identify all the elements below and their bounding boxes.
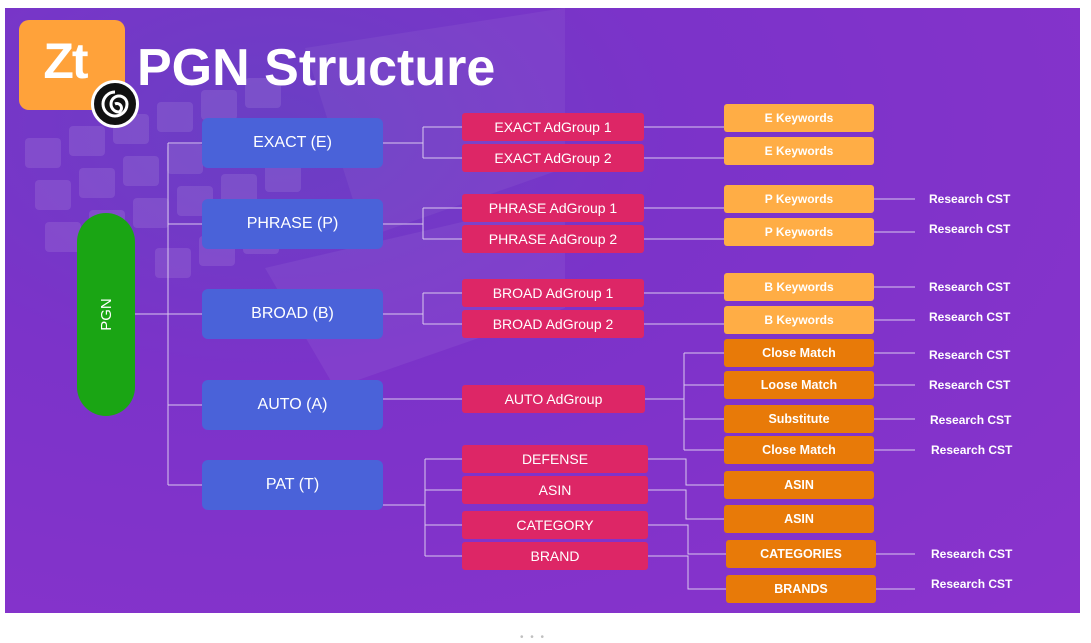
page-title: PGN Structure [137,39,496,97]
keyword-substitute: Substitute [724,405,874,433]
research-cst-label: Research CST [929,348,1011,362]
pgn-label: PGN [97,298,115,331]
keyword-b-1: B Keywords [724,273,874,301]
adgroup-broad-1: BROAD AdGroup 1 [462,279,644,307]
match-type-phrase: PHRASE (P) [202,199,383,249]
adgroup-brand: BRAND [462,542,648,570]
zt-logo: Zt [19,20,125,110]
pgn-root-node: PGN [77,213,135,416]
match-type-pat: PAT (T) [202,460,383,510]
keyword-p-2: P Keywords [724,218,874,246]
research-cst-label: Research CST [931,443,1013,457]
adgroup-exact-1: EXACT AdGroup 1 [462,113,644,141]
keyword-brands: BRANDS [726,575,876,603]
keyword-close-match-1: Close Match [724,339,874,367]
adgroup-auto: AUTO AdGroup [462,385,645,413]
match-type-broad: BROAD (B) [202,289,383,339]
spiral-logo-icon [91,80,139,128]
research-cst-label: Research CST [929,378,1011,392]
research-cst-label: Research CST [929,222,1011,236]
match-type-auto: AUTO (A) [202,380,383,430]
research-cst-label: Research CST [929,192,1011,206]
adgroup-phrase-2: PHRASE AdGroup 2 [462,225,644,253]
logo-text: Zt [43,33,88,89]
adgroup-asin: ASIN [462,476,648,504]
drag-handle-dots[interactable]: • • • [520,632,547,643]
connector-lines [135,126,915,590]
match-type-exact: EXACT (E) [202,118,383,168]
keyword-e-1: E Keywords [724,104,874,132]
keyword-asin-1: ASIN [724,471,874,499]
adgroup-exact-2: EXACT AdGroup 2 [462,144,644,172]
research-cst-label: Research CST [929,280,1011,294]
research-cst-label: Research CST [931,577,1013,591]
adgroup-category: CATEGORY [462,511,648,539]
keyword-loose-match: Loose Match [724,371,874,399]
adgroup-phrase-1: PHRASE AdGroup 1 [462,194,644,222]
keyword-asin-2: ASIN [724,505,874,533]
research-cst-label: Research CST [929,310,1011,324]
keyword-e-2: E Keywords [724,137,874,165]
keyword-b-2: B Keywords [724,306,874,334]
research-cst-label: Research CST [931,547,1013,561]
adgroup-defense: DEFENSE [462,445,648,473]
slide: Zt PGN Structure PGN EXACT (E) PHRASE (P… [5,8,1080,613]
research-cst-label: Research CST [930,413,1012,427]
adgroup-broad-2: BROAD AdGroup 2 [462,310,644,338]
keyword-close-match-2: Close Match [724,436,874,464]
keyword-p-1: P Keywords [724,185,874,213]
keyword-categories: CATEGORIES [726,540,876,568]
